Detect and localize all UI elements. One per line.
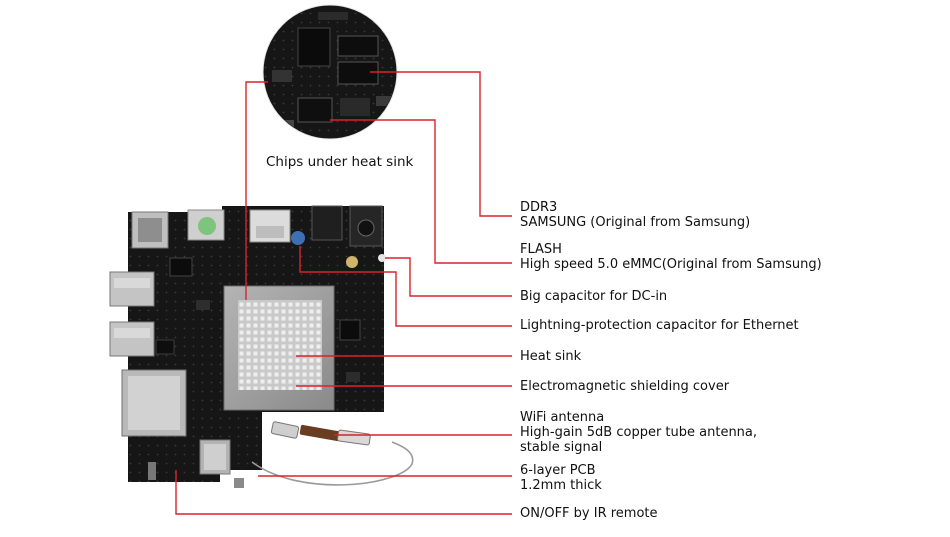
leader-line-flash (330, 119, 512, 264)
callout-ir-remote: ON/OFF by IR remote (520, 506, 658, 521)
zoom-caption: Chips under heat sink (266, 154, 414, 170)
leader-line-ir-remote (175, 470, 512, 515)
callout-heat-sink: Heat sink (520, 349, 581, 364)
callout-pcb-layers-line-2: 1.2mm thick (520, 478, 602, 493)
callout-wifi-antenna-line-1: WiFi antenna (520, 410, 605, 425)
callout-heat-sink-line-1: Heat sink (520, 349, 582, 364)
chips-zoom-photo (262, 4, 398, 140)
leader-line-lightning-capacitor (299, 246, 512, 327)
callout-lightning-capacitor-line-1: Lightning-protection capacitor for Ether… (520, 318, 799, 333)
leader-line-chips (245, 81, 268, 300)
callout-ddr3-line-1: DDR3 (520, 200, 558, 215)
leader-line-ddr3 (370, 71, 512, 217)
callout-ddr3-line-2: SAMSUNG (Original from Samsung) (520, 215, 751, 230)
wifi-antenna-photo (251, 421, 414, 486)
leader-line-big-capacitor (385, 257, 512, 297)
callout-flash-line-2: High speed 5.0 eMMC(Original from Samsun… (520, 257, 822, 272)
callout-big-capacitor-line-1: Big capacitor for DC-in (520, 289, 668, 304)
callout-em-shield-line-1: Electromagnetic shielding cover (520, 379, 730, 394)
callout-em-shield: Electromagnetic shielding cover (520, 379, 729, 394)
callout-big-capacitor: Big capacitor for DC-in (520, 289, 667, 304)
callout-pcb-layers: 6-layer PCB 1.2mm thick (520, 463, 602, 493)
callout-flash-line-1: FLASH (520, 242, 562, 257)
callout-wifi-antenna-line-3: stable signal (520, 440, 603, 455)
callout-lightning-capacitor: Lightning-protection capacitor for Ether… (520, 318, 799, 333)
callout-wifi-antenna: WiFi antenna High-gain 5dB copper tube a… (520, 410, 757, 455)
pcb-board-photo (109, 205, 386, 488)
callout-wifi-antenna-line-2: High-gain 5dB copper tube antenna, (520, 425, 758, 440)
leader-lines (175, 71, 512, 515)
callout-flash: FLASH High speed 5.0 eMMC(Original from … (520, 242, 822, 272)
callout-ddr3: DDR3 SAMSUNG (Original from Samsung) (520, 200, 750, 230)
callout-pcb-layers-line-1: 6-layer PCB (520, 463, 596, 478)
callout-ir-remote-line-1: ON/OFF by IR remote (520, 506, 658, 521)
